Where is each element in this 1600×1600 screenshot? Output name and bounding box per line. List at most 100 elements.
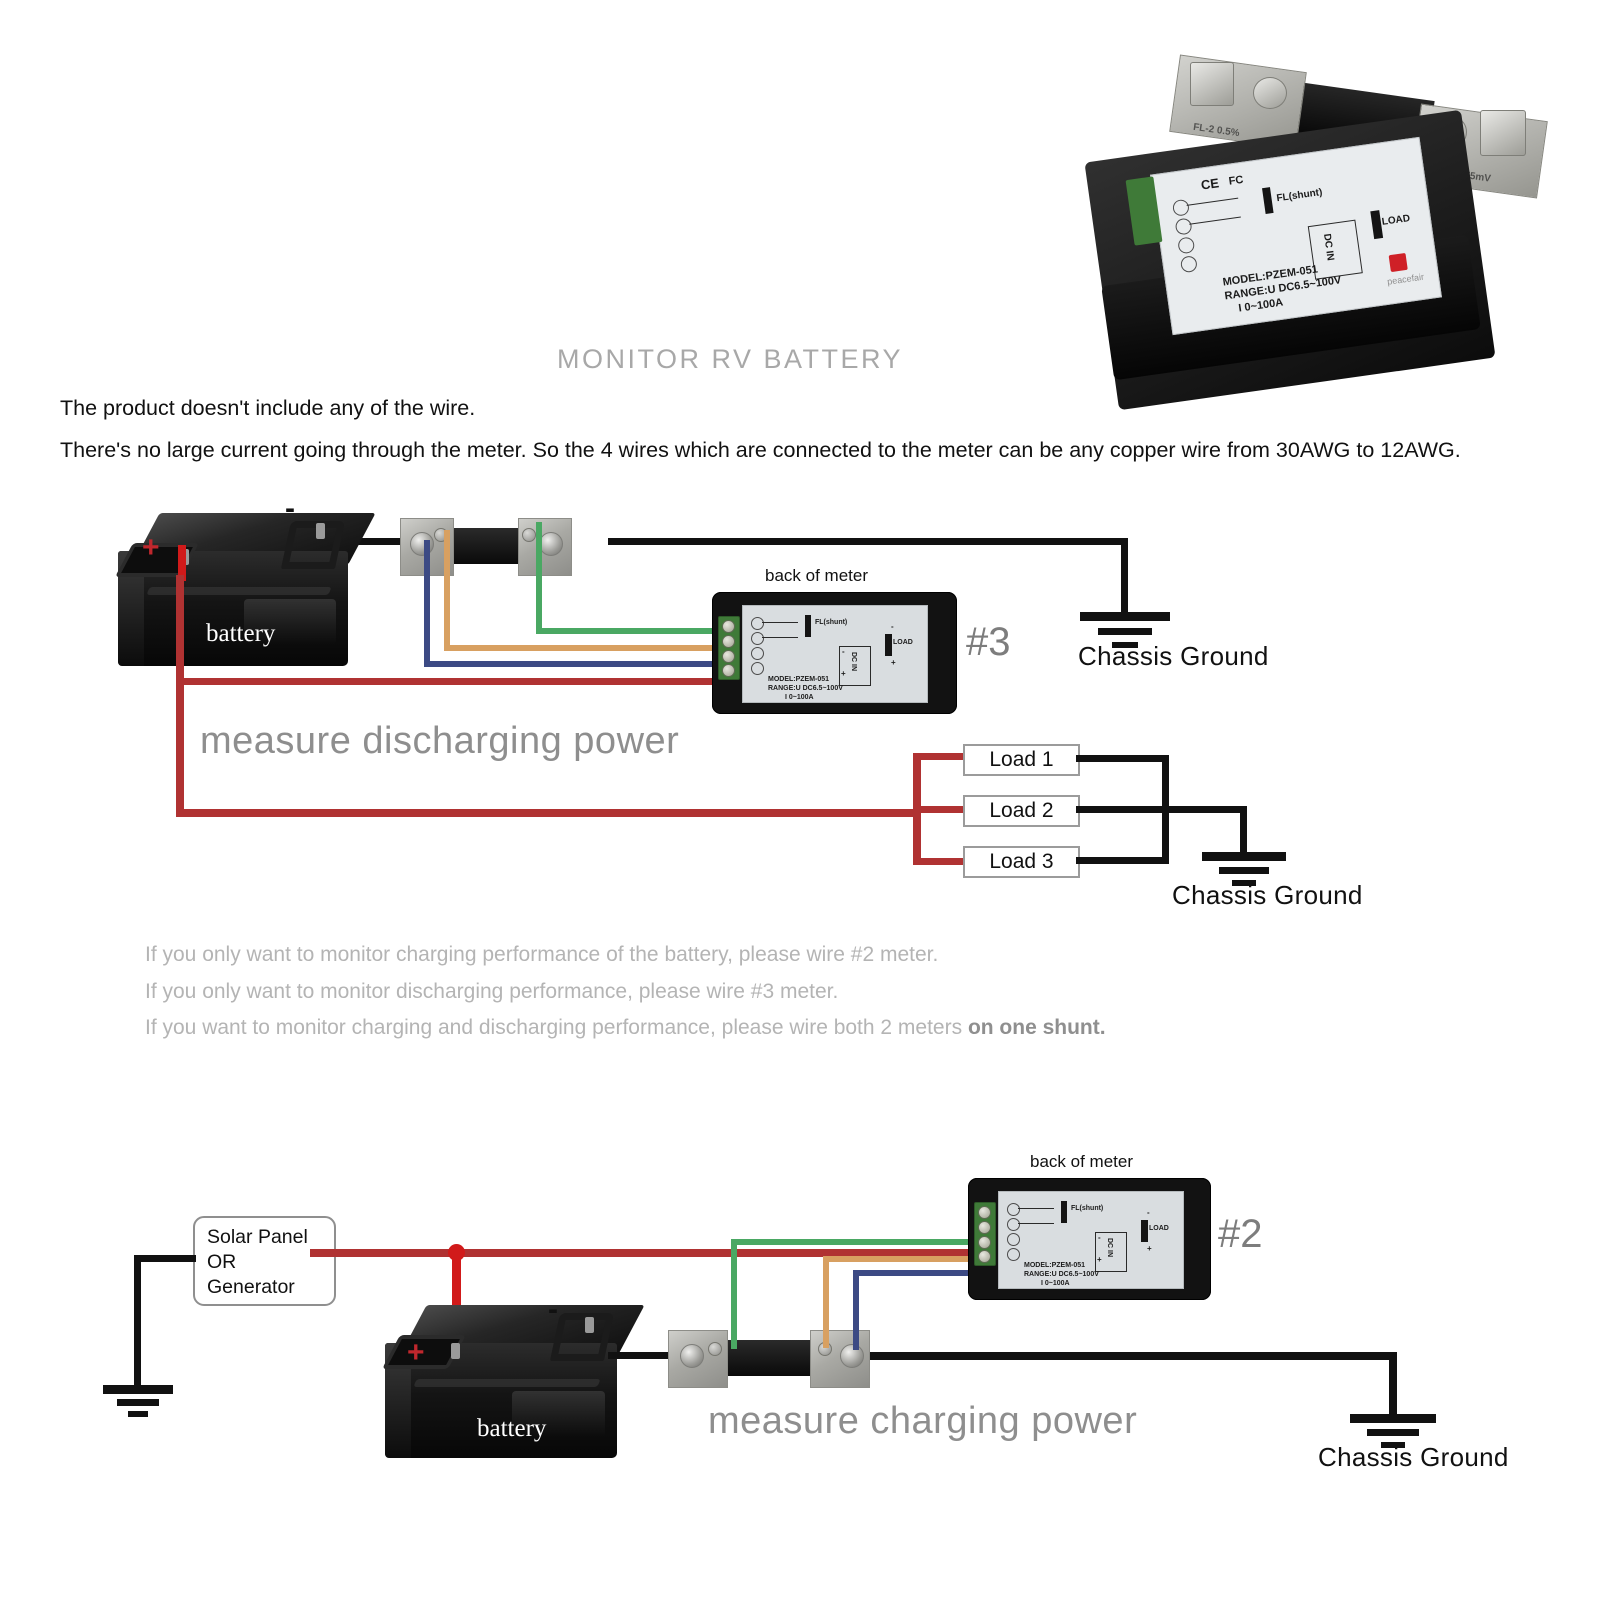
- note-line-2: There's no large current going through t…: [60, 438, 1461, 462]
- wire-load2-feed: [913, 806, 968, 813]
- wire-load1-feed: [913, 753, 968, 760]
- photo-label-trace-1: [1186, 197, 1239, 207]
- wire-chassis-top-drop: [1121, 538, 1128, 616]
- meter-3-trace-1: [762, 622, 798, 624]
- meter-3-current-text: I 0~100A: [785, 694, 814, 701]
- wire-batt-neg-to-shunt: [340, 538, 422, 545]
- page-title: MONITOR RV BATTERY: [557, 344, 904, 374]
- wire-batt-pos-to-meter: [176, 678, 726, 685]
- meter-2-ring-3: [1007, 1233, 1020, 1246]
- meter-2-shunt-symbol: [1061, 1201, 1067, 1223]
- meter-3-ring-1: [751, 617, 764, 630]
- wire-orange-upper-vert: [444, 530, 450, 649]
- meter-3-ring-4: [751, 662, 764, 675]
- instruction-line-3-prefix: If you want to monitor charging and disc…: [145, 1016, 968, 1039]
- source-box-line-3: Generator: [207, 1275, 295, 1298]
- meter-3-model-text: MODEL:PZEM-051: [768, 676, 830, 683]
- wire-orange-lower-horz: [823, 1256, 980, 1262]
- photo-term-ring-2: [1174, 217, 1193, 236]
- meter-2-ring-4: [1007, 1248, 1020, 1261]
- wire-orange-lower-vert: [823, 1256, 829, 1348]
- battery-upper-label: battery: [206, 620, 276, 647]
- photo-shunt-nut-1: [1190, 62, 1234, 106]
- meter-3-screw-2: [722, 635, 735, 648]
- meter-3-load-text: LOAD: [893, 639, 913, 646]
- battery-upper-minus: -: [285, 492, 295, 525]
- instruction-line-2: If you only want to monitor discharging …: [145, 980, 839, 1003]
- source-box-line-1: Solar Panel: [207, 1226, 308, 1248]
- meter-3-id-label: #3: [966, 620, 1011, 664]
- photo-term-ring-1: [1171, 198, 1190, 217]
- meter-2-terminal-strip: [974, 1202, 996, 1266]
- photo-load-text: LOAD: [1381, 213, 1411, 228]
- meter-3-trace-2: [762, 637, 798, 639]
- wire-loads-feed-horizontal: [176, 809, 920, 817]
- meter-3-screw-3: [722, 650, 735, 663]
- battery-lower: battery: [381, 1305, 645, 1473]
- meter-2-load-text: LOAD: [1149, 1225, 1169, 1232]
- photo-label-trace-2: [1189, 216, 1241, 226]
- battery-lower-minus: -: [548, 1293, 558, 1326]
- meter-3-screw-1: [722, 620, 735, 633]
- meter-3-ring-3: [751, 647, 764, 660]
- photo-term-ring-3: [1177, 236, 1196, 255]
- meter-3-dcin-plus: +: [841, 669, 846, 678]
- meter-3-dcin-minus: -: [842, 647, 845, 656]
- meter-2-ring-1: [1007, 1203, 1020, 1216]
- wire-blue-lower-vert: [853, 1270, 859, 1350]
- meter-2-label: FL(shunt) DC IN - + LOAD - + MODEL:PZEM-…: [998, 1191, 1184, 1289]
- source-box-line-2: OR: [207, 1250, 237, 1273]
- wire-blue-upper-horz: [424, 661, 726, 667]
- meter-2-dcin-box: [1095, 1232, 1127, 1272]
- meter-2-ring-2: [1007, 1218, 1020, 1231]
- meter-2-fl-shunt-text: FL(shunt): [1071, 1205, 1104, 1212]
- instruction-line-3-bold: on one shunt.: [967, 1016, 1106, 1039]
- load-box-1: Load 1: [963, 744, 1080, 776]
- meter-2-screw-1: [978, 1206, 991, 1219]
- wire-charge-shunt-to-chassis: [862, 1352, 1396, 1360]
- photo-load-symbol: [1370, 210, 1384, 240]
- wire-loads-to-ground: [1240, 806, 1247, 856]
- wire-orange-upper-horz: [444, 645, 726, 651]
- wire-source-red-bus: [310, 1249, 1023, 1257]
- wire-green-lower-horz: [731, 1239, 980, 1245]
- back-of-meter-label-lower: back of meter: [1030, 1152, 1133, 1171]
- battery-lower-plus: +: [407, 1336, 425, 1369]
- photo-shunt-nut-2: [1253, 77, 1287, 109]
- wire-load1-return: [1076, 755, 1169, 762]
- charge-caption: measure charging power: [708, 1400, 1138, 1442]
- chassis-ground-label-loads: Chassis Ground: [1172, 880, 1363, 910]
- meter-3: FL(shunt) DC IN - + LOAD - + MODEL:PZEM-…: [712, 592, 957, 714]
- meter-2-dcin-plus: +: [1097, 1255, 1102, 1264]
- meter-2-current-text: I 0~100A: [1041, 1280, 1070, 1287]
- battery-lower-label: battery: [477, 1415, 547, 1442]
- load-box-2: Load 2: [963, 795, 1080, 827]
- wire-load2-return: [1076, 806, 1247, 813]
- wire-load3-feed: [913, 858, 968, 865]
- meter-2-screw-4: [978, 1250, 991, 1263]
- wire-blue-upper-vert: [424, 540, 430, 665]
- meter-2-load-minus: -: [1147, 1208, 1150, 1217]
- photo-brand-text: peacefair: [1386, 271, 1425, 287]
- wire-green-upper-horz: [536, 628, 726, 634]
- meter-3-dcin-text: DC IN: [850, 652, 857, 672]
- meter-2-trace-1: [1018, 1208, 1054, 1210]
- chassis-ground-label-lower: Chassis Ground: [1318, 1442, 1509, 1472]
- battery-upper: battery: [114, 513, 376, 678]
- load-box-3: Load 3: [963, 846, 1080, 878]
- meter-3-range-text: RANGE:U DC6.5~100V: [768, 685, 843, 692]
- meter-2-model-text: MODEL:PZEM-051: [1024, 1262, 1086, 1269]
- meter-3-terminal-strip: [718, 616, 740, 680]
- meter-2: FL(shunt) DC IN - + LOAD - + MODEL:PZEM-…: [968, 1178, 1211, 1300]
- meter-2-id-label: #2: [1218, 1212, 1263, 1256]
- meter-3-label: FL(shunt) DC IN - + LOAD - + MODEL:PZEM-…: [742, 605, 928, 703]
- photo-shunt-symbol: [1262, 187, 1274, 215]
- meter-3-screw-4: [722, 664, 735, 677]
- load-box-1-label: Load 1: [989, 748, 1054, 771]
- photo-term-ring-4: [1179, 255, 1198, 274]
- meter-3-ring-2: [751, 632, 764, 645]
- wire-batt-pos-down: [176, 575, 184, 815]
- red-junction-dot: [448, 1244, 465, 1261]
- meter-2-range-text: RANGE:U DC6.5~100V: [1024, 1271, 1099, 1278]
- photo-shunt-nut-4: [1480, 110, 1526, 156]
